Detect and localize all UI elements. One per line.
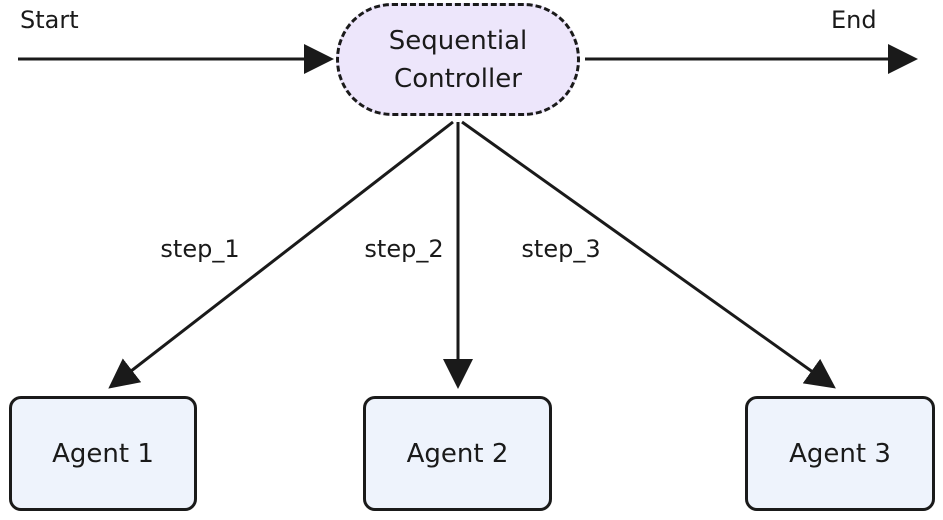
agent-2-node: Agent 2: [363, 396, 552, 511]
sequential-controller-node: Sequential Controller: [336, 3, 580, 116]
agent-3-node: Agent 3: [745, 396, 935, 511]
agent-3-label: Agent 3: [789, 438, 891, 469]
agent-2-label: Agent 2: [406, 438, 509, 469]
step-3-label: step_3: [521, 235, 601, 263]
end-label: End: [831, 6, 877, 34]
start-label: Start: [20, 6, 79, 34]
step-1-label: step_1: [160, 235, 240, 263]
step-3-arrow: [461, 120, 836, 389]
step-1-arrow: [108, 120, 454, 389]
controller-label-line2: Controller: [394, 63, 522, 94]
controller-label-line1: Sequential: [388, 25, 528, 56]
agent-1-label: Agent 1: [52, 438, 154, 469]
agent-1-node: Agent 1: [9, 396, 197, 511]
step-2-label: step_2: [364, 235, 444, 263]
